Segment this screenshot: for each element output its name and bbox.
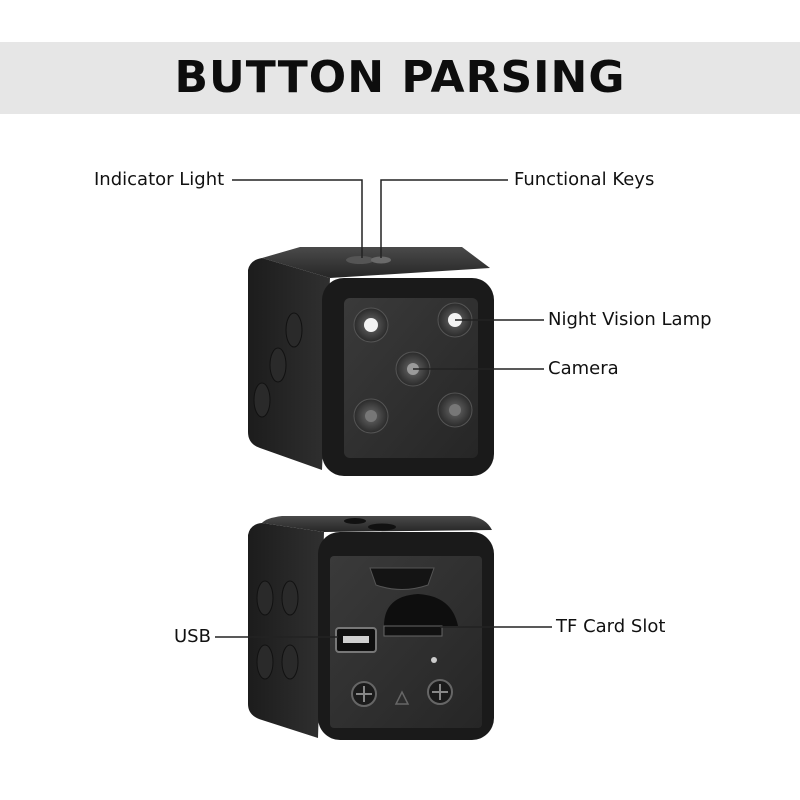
callout-line-indicator-light [232, 179, 363, 258]
label-camera: Camera [548, 358, 619, 379]
screw-cross-icon [432, 684, 448, 700]
clip-slot-icon [369, 567, 435, 590]
cube-front-view [248, 247, 494, 476]
top-hole-icon [344, 518, 366, 524]
recycle-mark-icon [394, 690, 410, 705]
callout-lines [215, 179, 552, 638]
title-banner: BUTTON PARSING [0, 42, 800, 114]
cube-back-left-face [248, 523, 324, 738]
label-indicator-light: Indicator Light [94, 169, 225, 190]
label-functional-keys: Functional Keys [514, 169, 655, 190]
side-pip-icon [269, 347, 287, 383]
front-pip-center-icon [365, 410, 377, 422]
tf-card-contacts-icon [383, 625, 443, 637]
page-title: BUTTON PARSING [174, 52, 626, 103]
label-tf-card-slot: TF Card Slot [556, 616, 666, 637]
side-pip-icon [256, 580, 274, 616]
indicator-light [346, 256, 374, 264]
cube-back-view [248, 516, 494, 740]
side-pip-icon [256, 644, 274, 680]
screw-cross-icon [356, 686, 372, 702]
usb-port-pins-icon [343, 636, 369, 643]
cube-left-face [248, 258, 330, 470]
side-pip-icon [281, 644, 299, 680]
lamp-led-icon [364, 318, 378, 332]
front-pip-center-icon [449, 404, 461, 416]
label-usb: USB [174, 626, 211, 647]
functional-key[interactable] [371, 256, 391, 264]
side-pip-icon [281, 580, 299, 616]
tf-card-slot-icon [384, 594, 458, 626]
callout-line-functional-keys [380, 179, 508, 258]
reset-hole-icon [431, 657, 437, 663]
side-pip-icon [253, 382, 271, 418]
top-hole-icon [368, 523, 396, 531]
side-pip-icon [285, 312, 303, 348]
label-night-vision-lamp: Night Vision Lamp [548, 309, 712, 330]
